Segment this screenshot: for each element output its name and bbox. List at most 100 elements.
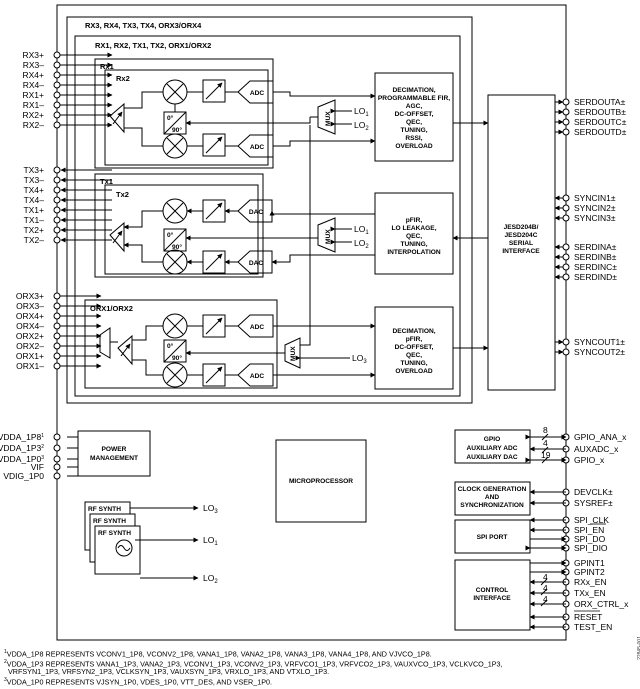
tx-dsp-text-line: TUNING, [400,241,427,248]
footnote-3: 3VDDA_1P0 REPRESENTS VJSYN_1P0, VDES_1P0… [4,677,273,687]
tx-dsp-text-line: INTERPOLATION [387,249,441,256]
rx-lo1: LO1 [354,106,369,118]
gpio-bus-width-19: 19 [541,450,551,460]
orx-dsp-text-line: DECIMATION, [392,328,435,335]
pin-label: SYNCOUT2± [574,347,625,357]
pin-label: SERDOUTD± [574,127,627,137]
pin-label: RX4– [23,80,45,90]
pin-label: ORX2– [16,341,44,351]
pin-label: ORX3– [16,301,44,311]
clock-label-1: CLOCK GENERATION [458,486,527,493]
pin-label: TXx_EN [574,588,606,598]
pin-label: TEST_EN [574,622,612,632]
tx-dsp-text-line: LO LEAKAGE, [391,225,436,232]
pin-pad [53,302,61,310]
rx-dsp-text-line: OVERLOAD [395,143,433,150]
tx-dsp-text-line: QEC, [406,233,422,240]
pin-label: ORX4– [16,321,44,331]
power-pin-label: VDDA_1P81 [0,432,44,442]
pin-pad [53,226,61,234]
pin-label: GPINT2 [574,567,605,577]
pin-pad [53,332,61,340]
pin-pad [562,253,570,261]
rx1-block-back [94,58,274,169]
tx-dsp-text-line: pFIR, [406,217,423,224]
tx1-block-back [94,173,264,278]
rx-adc-top: ADC [250,90,265,97]
orx-dsp-text-line: TUNING, [400,360,427,367]
pin-label: SERDOUTA± [574,97,626,107]
pin-label: SERDIND± [574,272,617,282]
rx-dsp-text-line: PROGRAMMABLE FIR, [378,95,450,102]
footnote-2: 2VDDA_1P3 REPRESENTS VANA1_1P3, VANA2_1P… [4,659,503,669]
pin-pad [562,128,570,136]
pin-pad [53,196,61,204]
tx-dac-top: DAC [249,209,264,216]
pin-label: RX2– [23,120,45,130]
power-pin-label: VDIG_1P0 [3,471,44,481]
inner-group-title: RX1, RX2, TX1, TX2, ORX1/ORX2 [95,41,211,50]
pin-pad [53,101,61,109]
orx-block [84,299,278,389]
synth-out-lo2: LO2 [203,573,218,585]
pin-pad [562,204,570,212]
power-pin-label: VDDA_1P32 [0,443,44,453]
pin-label: RXx_EN [574,577,607,587]
pin-pad [53,362,61,370]
orx-dsp-text-line: DC-OFFSET, [395,344,434,351]
pin-pad [53,51,61,59]
pin-label: ORX1– [16,361,44,371]
rx-adc-bottom: ADC [250,144,265,151]
tx1-title: Tx1 [100,177,113,186]
rx-phase-90: 90° [172,126,182,134]
control-bus-3: 4 [543,594,548,604]
pin-pad [562,118,570,126]
pin-label: RX2+ [23,110,45,120]
pin-label: GPIO_ANA_x [574,432,627,442]
spi-label: SPI PORT [477,534,508,541]
pin-label: SPI_EN [574,525,604,535]
rx2-title: Rx2 [116,74,130,83]
power-mgmt-line2: MANAGEMENT [90,455,138,462]
orx-dsp-text-line: pFIR, [406,336,423,343]
pin-label: SPI_DO [574,534,606,544]
tx-phase-90: 90° [172,243,182,251]
rx-dsp-text-line: QEC, [406,119,422,126]
pin-pad [53,312,61,320]
orx-title: ORX1/ORX2 [90,304,133,313]
gpio-bus-width-4: 4 [543,438,548,448]
orx-dsp-text-line: OVERLOAD [395,368,433,375]
pin-pad [562,348,570,356]
footnote-2b: VRFSYN1_1P3, VRFSYN2_1P3, VCLKSYN_1P3, V… [8,667,330,676]
power-pin-pad [53,433,61,441]
orx-dsp-text-line: QEC, [406,352,422,359]
pin-pad [562,273,570,281]
inner-channel-group [74,35,461,397]
clock-label-3: SYNCHRONIZATION [460,502,524,509]
pin-label: TX1– [24,215,45,225]
rx-lo2: LO2 [354,120,369,132]
pin-pad [53,71,61,79]
rx-dsp-text: DECIMATION,PROGRAMMABLE FIR,AGC,DC-OFFSE… [378,87,450,150]
orx-lo3: LO3 [352,353,367,365]
pin-label: SYSREF± [574,498,613,508]
pin-label: SYNCIN3± [574,213,616,223]
pin-label: SERDINB± [574,252,617,262]
gpio-label-1: GPIO [484,436,501,443]
control-bus-1: 4 [543,572,548,582]
pin-label: SERDINA± [574,242,617,252]
pin-label: SPI_CLK [574,515,609,525]
power-pin-pad [53,463,61,471]
pin-pad [53,166,61,174]
pin-label: TX2– [24,235,45,245]
pin-label: GPINT1 [574,558,605,568]
power-pin-pad [53,444,61,452]
pin-label: ORX1+ [16,351,44,361]
pin-label: RX4+ [23,70,45,80]
orx-mux: MUX [290,346,297,361]
control-label-1: CONTROL [476,587,509,594]
pin-label: ORX2+ [16,331,44,341]
tx-lo2: LO2 [354,238,369,250]
